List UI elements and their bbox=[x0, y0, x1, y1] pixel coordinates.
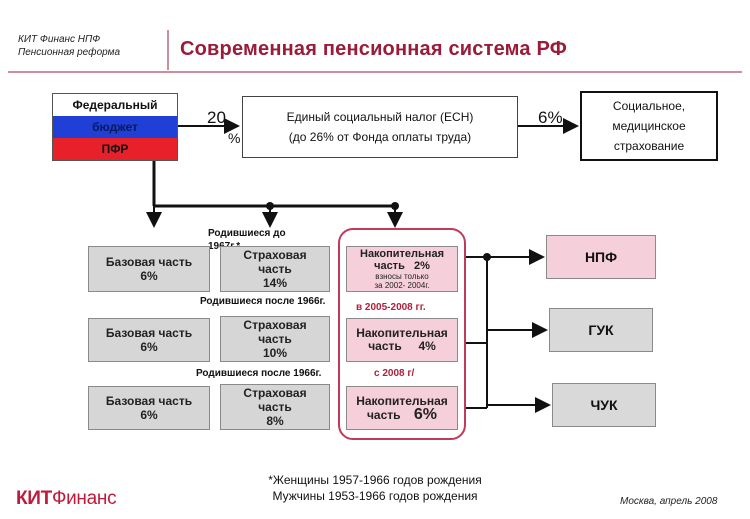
esn-pct-right: 6% bbox=[538, 108, 563, 127]
funded-part-pct: 2% bbox=[414, 260, 430, 272]
npf-box: НПФ bbox=[546, 235, 656, 279]
budget-flag: Федеральный бюджет ПФР bbox=[52, 93, 178, 161]
chuk-box: ЧУК bbox=[552, 383, 656, 427]
place-date: Москва, апрель 2008 bbox=[620, 496, 718, 507]
brand-logo-part1: КИТ bbox=[16, 488, 52, 509]
insurance-part-label: Страховая bbox=[243, 248, 307, 262]
social-line2: медицинское bbox=[612, 119, 686, 133]
insurance-part-pct: 8% bbox=[266, 414, 284, 428]
funded-note-1: взносы только bbox=[375, 272, 429, 281]
social-line3: страхование bbox=[613, 139, 685, 153]
funded-part-line2: часть 4% bbox=[368, 340, 436, 353]
brand-logo-part2: Финанс bbox=[51, 488, 117, 509]
insurance-part-label2: часть bbox=[258, 332, 292, 346]
esn-line1: Единый социальный налог (ЕСН) bbox=[286, 110, 474, 124]
insurance-part-box: Страховая часть 10% bbox=[220, 316, 330, 362]
base-part-box: Базовая часть 6% bbox=[88, 246, 210, 292]
period-from-2008: с 2008 г/ bbox=[374, 368, 415, 379]
funded-part-box: Накопительная часть 6% bbox=[346, 386, 458, 430]
esn-box: Единый социальный налог (ЕСН) (до 26% от… bbox=[242, 96, 518, 158]
guk-box: ГУК bbox=[549, 308, 653, 352]
insurance-part-box: Страховая часть 14% bbox=[220, 246, 330, 292]
social-insurance-box: Социальное, медицинское страхование bbox=[580, 91, 718, 161]
insurance-part-label2: часть bbox=[258, 262, 292, 276]
insurance-part-label: Страховая bbox=[243, 386, 307, 400]
subtitle-line: Пенсионная реформа bbox=[18, 47, 121, 58]
insurance-part-pct: 10% bbox=[262, 346, 288, 360]
base-part-label: Базовая часть bbox=[105, 255, 193, 269]
insurance-part-box: Страховая часть 8% bbox=[220, 384, 330, 430]
base-part-box: Базовая часть 6% bbox=[88, 386, 210, 430]
base-part-label: Базовая часть bbox=[105, 326, 193, 340]
esn-pct-left: 20 bbox=[207, 108, 226, 127]
esn-line2: (до 26% от Фонда оплаты труда) bbox=[288, 130, 472, 144]
insurance-part-label2: часть bbox=[258, 400, 292, 414]
funded-note-2: за 2002- 2004г. bbox=[374, 281, 430, 290]
footnote-line2: Мужчины 1953-1966 годов рождения bbox=[272, 489, 478, 503]
funded-part-label: Накопительная bbox=[360, 248, 444, 260]
funded-part-label2: часть bbox=[366, 407, 401, 422]
company-line: КИТ Финанс НПФ bbox=[18, 34, 101, 45]
base-part-pct: 6% bbox=[140, 340, 158, 354]
page-title: Современная пенсионная система РФ bbox=[180, 38, 568, 60]
base-part-pct: 6% bbox=[140, 408, 158, 422]
base-part-label: Базовая часть bbox=[105, 394, 193, 408]
brand-logo: КИТФинанс bbox=[16, 488, 117, 510]
period-2005-2008: в 2005-2008 гг. bbox=[356, 302, 426, 313]
funded-part-box: Накопительная часть 2% взносы только за … bbox=[346, 246, 458, 292]
group-born-after-2: Родившиеся после 1966г. bbox=[196, 368, 322, 379]
budget-label: бюджет bbox=[53, 116, 177, 138]
base-part-pct: 6% bbox=[140, 269, 158, 283]
insurance-part-pct: 14% bbox=[262, 276, 288, 290]
footnote-line1: *Женщины 1957-1966 годов рождения bbox=[268, 473, 482, 487]
funded-part-label: Накопительная bbox=[356, 393, 448, 408]
funded-part-box: Накопительная часть 4% bbox=[346, 318, 458, 362]
funded-part-pct: 6% bbox=[413, 405, 438, 423]
esn-pct-left-sign: % bbox=[228, 130, 241, 146]
funded-part-label2: часть bbox=[368, 339, 402, 353]
pfr-label: ПФР bbox=[53, 138, 177, 160]
insurance-part-label: Страховая bbox=[243, 318, 307, 332]
funded-part-line2: часть 6% bbox=[366, 405, 438, 423]
group-born-after-1: Родившиеся после 1966г. bbox=[200, 296, 326, 307]
funded-part-label: Накопительная bbox=[356, 326, 448, 340]
funded-part-pct: 4% bbox=[418, 339, 436, 353]
funded-part-label2: часть bbox=[374, 260, 405, 272]
footnote: *Женщины 1957-1966 годов рождения Мужчин… bbox=[0, 472, 750, 504]
funded-part-line2: часть 2% bbox=[374, 260, 430, 272]
base-part-box: Базовая часть 6% bbox=[88, 318, 210, 362]
federal-label: Федеральный bbox=[53, 94, 177, 116]
social-line1: Социальное, bbox=[612, 99, 686, 113]
